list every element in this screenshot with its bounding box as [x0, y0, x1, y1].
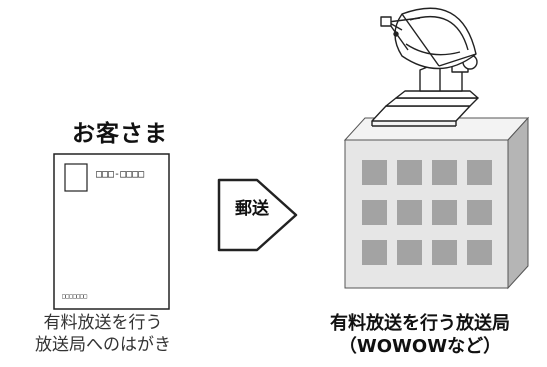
broadcast-building [343, 116, 530, 290]
postcard-caption-line2: 放送局へのはがき [35, 335, 171, 355]
window [362, 160, 387, 185]
satellite-dish-icon [371, 7, 479, 127]
building-windows [362, 160, 492, 265]
station-caption-line2: （WOWOWなど） [338, 336, 502, 357]
window [362, 200, 387, 225]
mail-label: 郵送 [235, 199, 269, 219]
window [397, 160, 422, 185]
arrow-shape [217, 178, 298, 252]
window [432, 160, 457, 185]
station-caption: 有料放送を行う放送局 （WOWOWなど） [300, 312, 540, 358]
window [467, 240, 492, 265]
stamp-box [64, 163, 88, 192]
window [467, 160, 492, 185]
building-side [507, 116, 529, 290]
postcard: □□□-□□□□ □□□□□□□ [53, 153, 170, 310]
window [397, 200, 422, 225]
customer-title: お客さま [72, 121, 168, 147]
postcard-caption-line1: 有料放送を行う [43, 313, 163, 333]
window [432, 200, 457, 225]
postcard-caption: 有料放送を行う 放送局へのはがき [18, 312, 188, 356]
window [467, 200, 492, 225]
window [362, 240, 387, 265]
mail-arrow [217, 178, 298, 252]
postal-code-boxes: □□□-□□□□ [96, 169, 144, 180]
sender-line: □□□□□□□ [62, 293, 88, 300]
window [432, 240, 457, 265]
station-caption-line1: 有料放送を行う放送局 [330, 313, 510, 334]
window [397, 240, 422, 265]
